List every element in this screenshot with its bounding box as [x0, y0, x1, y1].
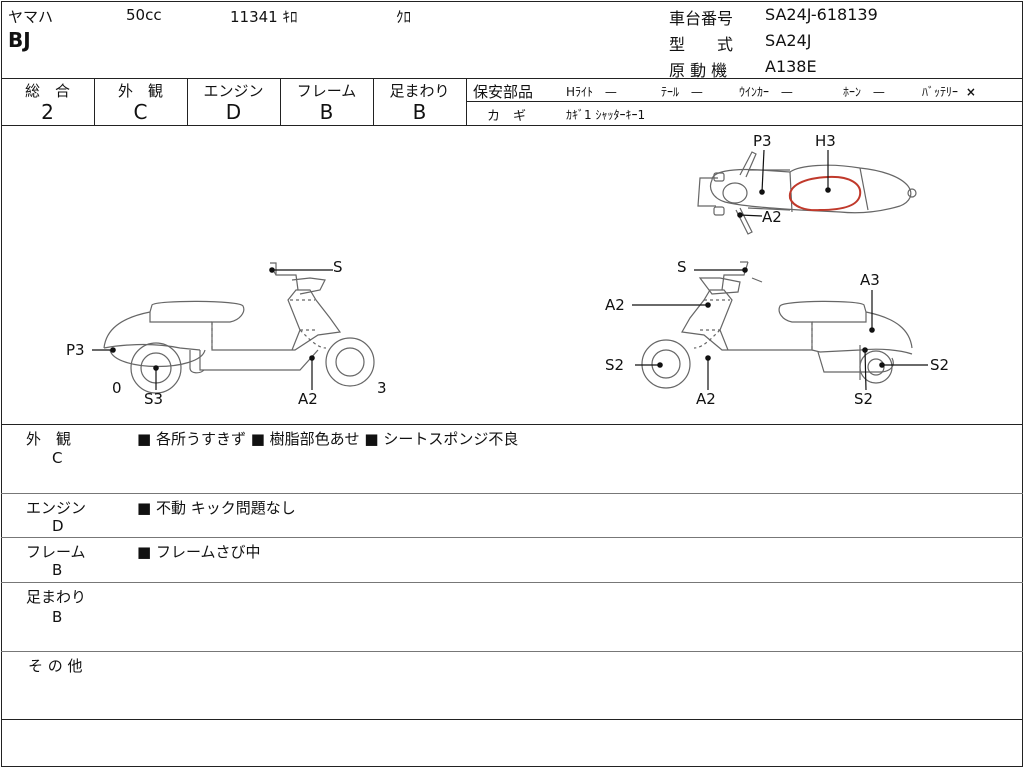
maker: ヤマハ — [8, 8, 54, 26]
rating-label: エンジン — [203, 82, 264, 100]
label-right-s2-left: S2 — [605, 356, 624, 374]
label-left-0: 0 — [112, 379, 122, 397]
safety-item-name: Hﾗｲﾄ — [566, 85, 594, 99]
remarks-divider — [1, 582, 1023, 583]
safety-item-tail: ﾃｰﾙ — — [661, 83, 703, 100]
safety-item-mark: — — [780, 85, 793, 99]
label-left-a2: A2 — [298, 390, 318, 408]
col-divider — [280, 78, 281, 125]
label-top-p3: P3 — [753, 132, 772, 150]
label-left-3: 3 — [377, 379, 387, 397]
label-top-a2: A2 — [762, 208, 782, 226]
safety-item-mark: — — [604, 85, 617, 99]
label-right-s2-right: S2 — [930, 356, 949, 374]
color: ｸﾛ — [396, 8, 412, 26]
frame-no: SA24J-618139 — [765, 5, 878, 24]
safety-item-mark: — — [872, 85, 885, 99]
remark-label: フレーム — [26, 543, 86, 561]
rating-value: B — [412, 100, 427, 124]
safety-item-winker: ｳｲﾝｶｰ — — [739, 83, 793, 100]
safety-item-name: ﾎｰﾝ — [843, 85, 862, 99]
displacement: 50cc — [126, 6, 162, 24]
safety-label: 保安部品 — [473, 83, 534, 101]
mileage: 11341 ｷﾛ — [230, 8, 298, 26]
safety-item-horn: ﾎｰﾝ — — [843, 83, 885, 100]
left-side-scooter — [103, 262, 375, 394]
model-name: BJ — [8, 28, 31, 52]
ratings-bottom-border — [1, 125, 1023, 126]
safety-item-mark: — — [690, 85, 703, 99]
col-divider — [187, 78, 188, 125]
remark-label: 外 観 — [26, 430, 72, 448]
label-top-h3: H3 — [815, 132, 836, 150]
label-right-a3: A3 — [860, 271, 880, 289]
remark-grade: B — [52, 561, 63, 579]
damage-diagram: P3 H3 A2 S P3 0 S3 A2 3 S A2 A3 S2 S2 A2… — [66, 132, 949, 408]
rating-value: B — [319, 100, 334, 124]
label-right-a2-top: A2 — [605, 296, 625, 314]
remarks-divider — [1, 493, 1023, 494]
safety-divider — [466, 101, 1023, 102]
col-divider — [94, 78, 95, 125]
label-right-s: S — [677, 258, 687, 276]
ratings-top-border — [1, 78, 1023, 79]
safety-item-name: ﾃｰﾙ — [661, 85, 680, 99]
damage-mark — [788, 175, 862, 212]
remark-text: ■ 不動 キック問題なし — [137, 499, 296, 517]
engine-label: 原 動 機 — [669, 61, 728, 80]
rating-label: 足まわり — [389, 82, 450, 100]
safety-item-name: ﾊﾞｯﾃﾘｰ — [922, 85, 959, 99]
remarks-divider — [1, 651, 1023, 652]
key-label: カ ギ — [487, 109, 527, 124]
safety-item-headlight: Hﾗｲﾄ — — [566, 83, 617, 100]
remarks-divider — [1, 537, 1023, 538]
safety-item-battery: ﾊﾞｯﾃﾘｰ × — [922, 83, 976, 100]
remark-grade: C — [52, 449, 63, 467]
rating-label: フレーム — [296, 82, 357, 100]
rating-value: 2 — [41, 100, 54, 124]
label-right-s2-bottom: S2 — [854, 390, 873, 408]
remark-label: 足まわり — [26, 588, 87, 606]
engine-value: A138E — [765, 57, 817, 76]
rating-value: C — [133, 100, 148, 124]
remark-label: そ の 他 — [28, 657, 83, 675]
label-left-p3: P3 — [66, 341, 85, 359]
type-label: 型 式 — [669, 35, 734, 54]
key-value: ｶｷﾞ1 ｼｬｯﾀｰｷｰ1 — [566, 108, 646, 122]
label-right-a2-bottom: A2 — [696, 390, 716, 408]
right-side-scooter — [641, 261, 913, 389]
remark-grade: B — [52, 608, 63, 626]
label-left-s: S — [333, 258, 343, 276]
rating-label: 総 合 — [24, 82, 70, 100]
remarks-bottom-border — [1, 719, 1023, 720]
top-view-scooter — [697, 151, 917, 235]
diagram-bottom-border — [1, 424, 1023, 425]
safety-item-mark: × — [965, 85, 976, 99]
remark-label: エンジン — [26, 499, 87, 517]
safety-item-name: ｳｲﾝｶｰ — [739, 85, 770, 99]
label-left-s3: S3 — [144, 390, 163, 408]
remark-text: ■ フレームさび中 — [137, 543, 261, 561]
remark-text: ■ 各所うすきず ■ 樹脂部色あせ ■ シートスポンジ不良 — [137, 430, 519, 448]
rating-label: 外 観 — [117, 82, 163, 100]
remark-grade: D — [52, 517, 64, 535]
frame-no-label: 車台番号 — [669, 9, 734, 28]
type-value: SA24J — [765, 31, 812, 50]
col-divider — [373, 78, 374, 125]
rating-value: D — [225, 100, 242, 124]
